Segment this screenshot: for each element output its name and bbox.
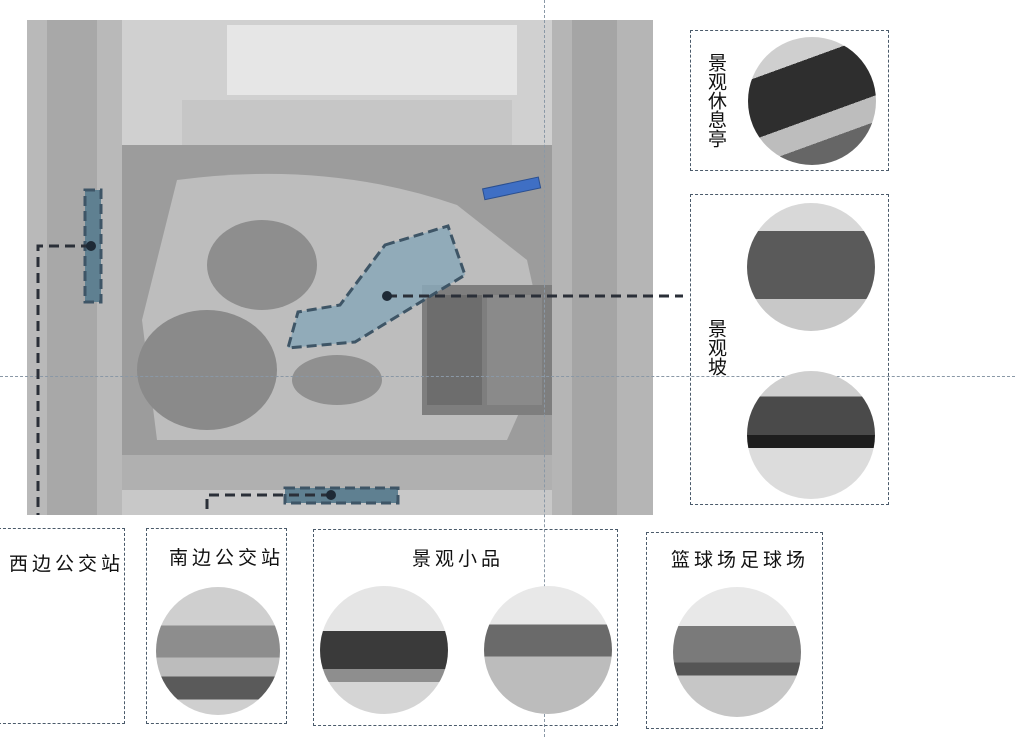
pavilion-photo (748, 37, 876, 165)
slope-photo-1 (747, 203, 875, 331)
pavilion-marker (481, 176, 542, 201)
slope-area (285, 224, 467, 350)
landscape-feature-photo-1 (320, 586, 448, 714)
south-bus-stop-area (283, 486, 400, 505)
courts-label: 篮球场足球场 (671, 549, 810, 571)
courts-photo (673, 587, 801, 717)
pavilion-box: 景观休息亭 (690, 30, 889, 171)
south-leader-line (205, 493, 331, 515)
guide-line-horizontal (0, 376, 1015, 377)
guide-line-vertical (544, 0, 545, 737)
south-bus-stop-box: 南边公交站 (146, 528, 287, 724)
slope-photo-2 (747, 371, 875, 499)
landscape-features-label: 景观小品 (412, 548, 505, 570)
landscape-feature-photo-2 (484, 586, 612, 714)
west-bus-stop-label: 西边公交站 (9, 553, 125, 575)
south-bus-stop-label: 南边公交站 (169, 547, 285, 569)
slope-box: 景观坡 (690, 194, 889, 505)
courts-box: 篮球场足球场 (646, 532, 823, 729)
west-leader-line (36, 244, 91, 515)
pavilion-label: 景观休息亭 (705, 53, 727, 148)
landscape-features-box: 景观小品 (313, 529, 618, 726)
south-bus-stop-photo (156, 587, 280, 715)
west-bus-stop-box: 西边公交站 (0, 528, 125, 724)
slope-label: 景观坡 (705, 319, 727, 376)
aerial-map (27, 20, 653, 515)
